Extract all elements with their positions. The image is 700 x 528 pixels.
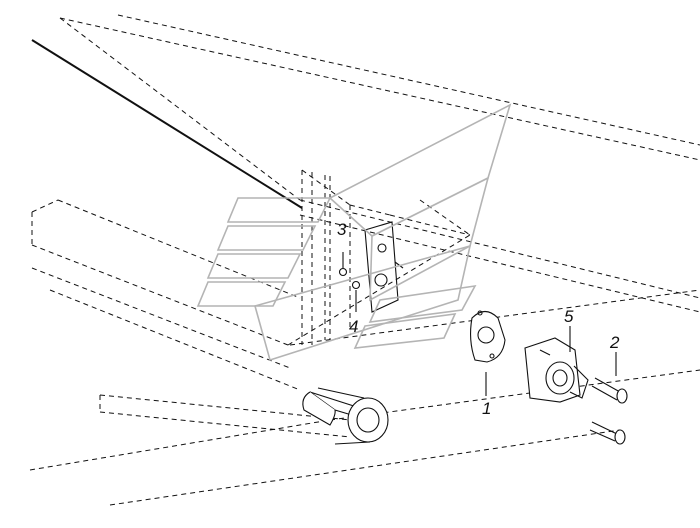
callout-3: 3 — [337, 220, 347, 239]
callout-2: 2 — [609, 333, 620, 352]
leader-lines — [485, 326, 617, 396]
nut-4 — [351, 280, 361, 312]
callout-1: 1 — [482, 399, 491, 418]
tube-end-cylinder — [302, 387, 389, 445]
frame-rail-upper — [59, 14, 700, 313]
frame-rail-lower — [29, 199, 700, 506]
callout-4: 4 — [349, 317, 358, 336]
part-5-socket — [524, 337, 589, 403]
part-2-screw-upper — [591, 377, 628, 404]
callout-5: 5 — [564, 307, 574, 326]
kamaz-logo-watermark — [196, 103, 512, 362]
crossmember-tube — [99, 394, 351, 438]
part-1-gasket — [469, 310, 506, 363]
cable-line — [31, 39, 303, 209]
mounting-bracket — [287, 169, 471, 346]
bolt-3 — [338, 252, 348, 277]
part-2-screw-lower — [589, 421, 626, 445]
